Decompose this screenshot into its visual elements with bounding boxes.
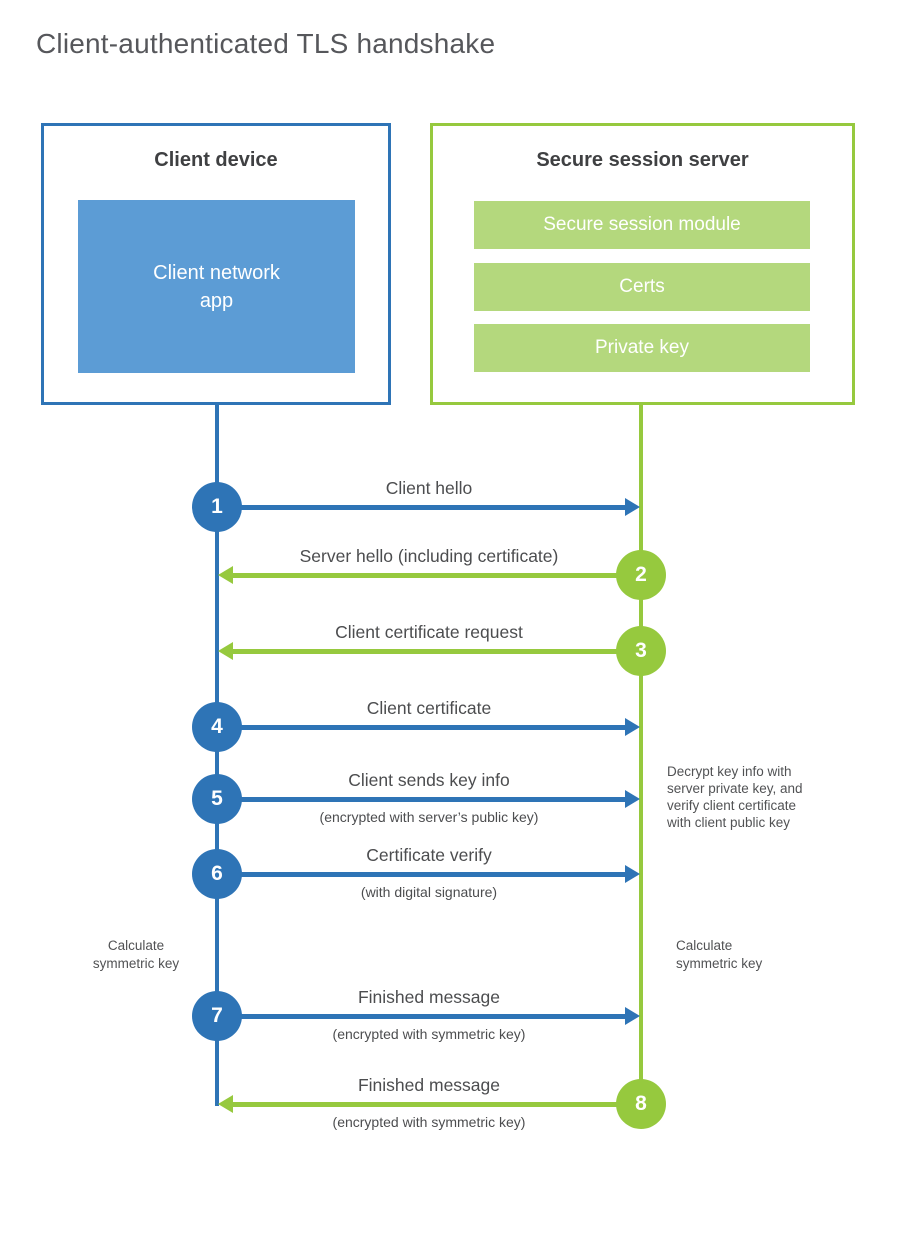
page-title: Client-authenticated TLS handshake — [36, 28, 496, 59]
arrow-right-icon — [217, 1007, 640, 1025]
note-calculate-symmetric-key-left: Calculate symmetric key — [92, 938, 180, 971]
step-number-badge: 2 — [616, 550, 666, 600]
message-label: Client sends key info — [348, 770, 510, 790]
message-label: Client certificate — [366, 698, 492, 718]
arrow-right-icon — [217, 865, 640, 883]
server-bar-certs: Certs — [474, 263, 810, 311]
server-lifeline — [639, 405, 643, 1105]
arrow-left-icon — [218, 642, 641, 660]
arrow-right-icon — [217, 790, 640, 808]
message-label: Server hello (including certificate) — [299, 546, 559, 566]
step-number-badge: 4 — [192, 702, 242, 752]
message-label: Certificate verify — [366, 845, 492, 865]
message-label: Client certificate request — [335, 622, 523, 642]
client-lifeline — [215, 405, 219, 1106]
message-sublabel: (with digital signature) — [360, 884, 498, 900]
step-number-badge: 8 — [616, 1079, 666, 1129]
message-sublabel: (encrypted with symmetric key) — [332, 1026, 526, 1042]
server-bar-secure-session-module: Secure session module — [474, 201, 810, 249]
message-sublabel: (encrypted with symmetric key) — [332, 1114, 526, 1130]
arrow-right-icon — [217, 498, 640, 516]
message-label: Finished message — [357, 1075, 501, 1095]
step-number-badge: 1 — [192, 482, 242, 532]
note-calculate-symmetric-key-right: Calculate symmetric key — [676, 938, 763, 971]
server-bar-private-key: Private key — [474, 324, 810, 372]
server-title: Secure session server — [536, 149, 749, 171]
step-number-badge: 3 — [616, 626, 666, 676]
arrow-left-icon — [218, 1095, 641, 1113]
message-sublabel: (encrypted with server’s public key) — [319, 809, 539, 825]
message-label: Finished message — [357, 987, 501, 1007]
arrow-right-icon — [217, 718, 640, 736]
note-decrypt-key-info: Decrypt key info with server private key… — [667, 764, 803, 830]
message-label: Client hello — [385, 478, 473, 498]
client-network-app-box: Client network app — [78, 200, 355, 373]
step-number-badge: 5 — [192, 774, 242, 824]
step-number-badge: 6 — [192, 849, 242, 899]
arrow-left-icon — [218, 566, 641, 584]
client-device-title: Client device — [154, 149, 278, 171]
step-number-badge: 7 — [192, 991, 242, 1041]
